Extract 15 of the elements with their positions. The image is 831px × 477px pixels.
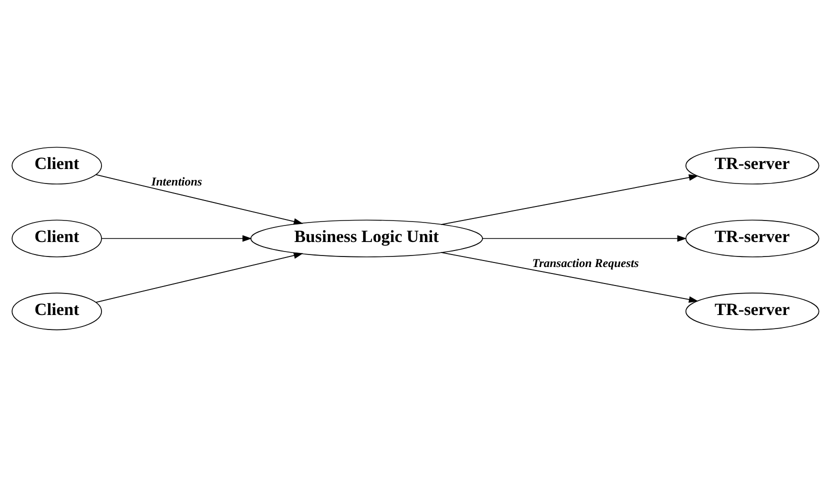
node-ellipse: Business Logic Unit	[250, 220, 483, 258]
node-ellipse: TR-server	[685, 146, 820, 184]
arrow	[96, 174, 304, 225]
arrow	[482, 235, 687, 242]
arrow	[440, 174, 698, 225]
node-ellipse: Client	[12, 292, 102, 330]
edge-label: Intentions	[151, 174, 202, 189]
node-ellipse: TR-server	[685, 292, 820, 330]
edge-label: Transaction Requests	[532, 256, 639, 270]
arrow	[96, 252, 304, 303]
arrow	[440, 252, 698, 303]
node-ellipse: TR-server	[685, 220, 820, 258]
node-ellipse: Client	[12, 146, 102, 184]
node-ellipse: Client	[12, 220, 102, 258]
arrow	[101, 235, 252, 242]
